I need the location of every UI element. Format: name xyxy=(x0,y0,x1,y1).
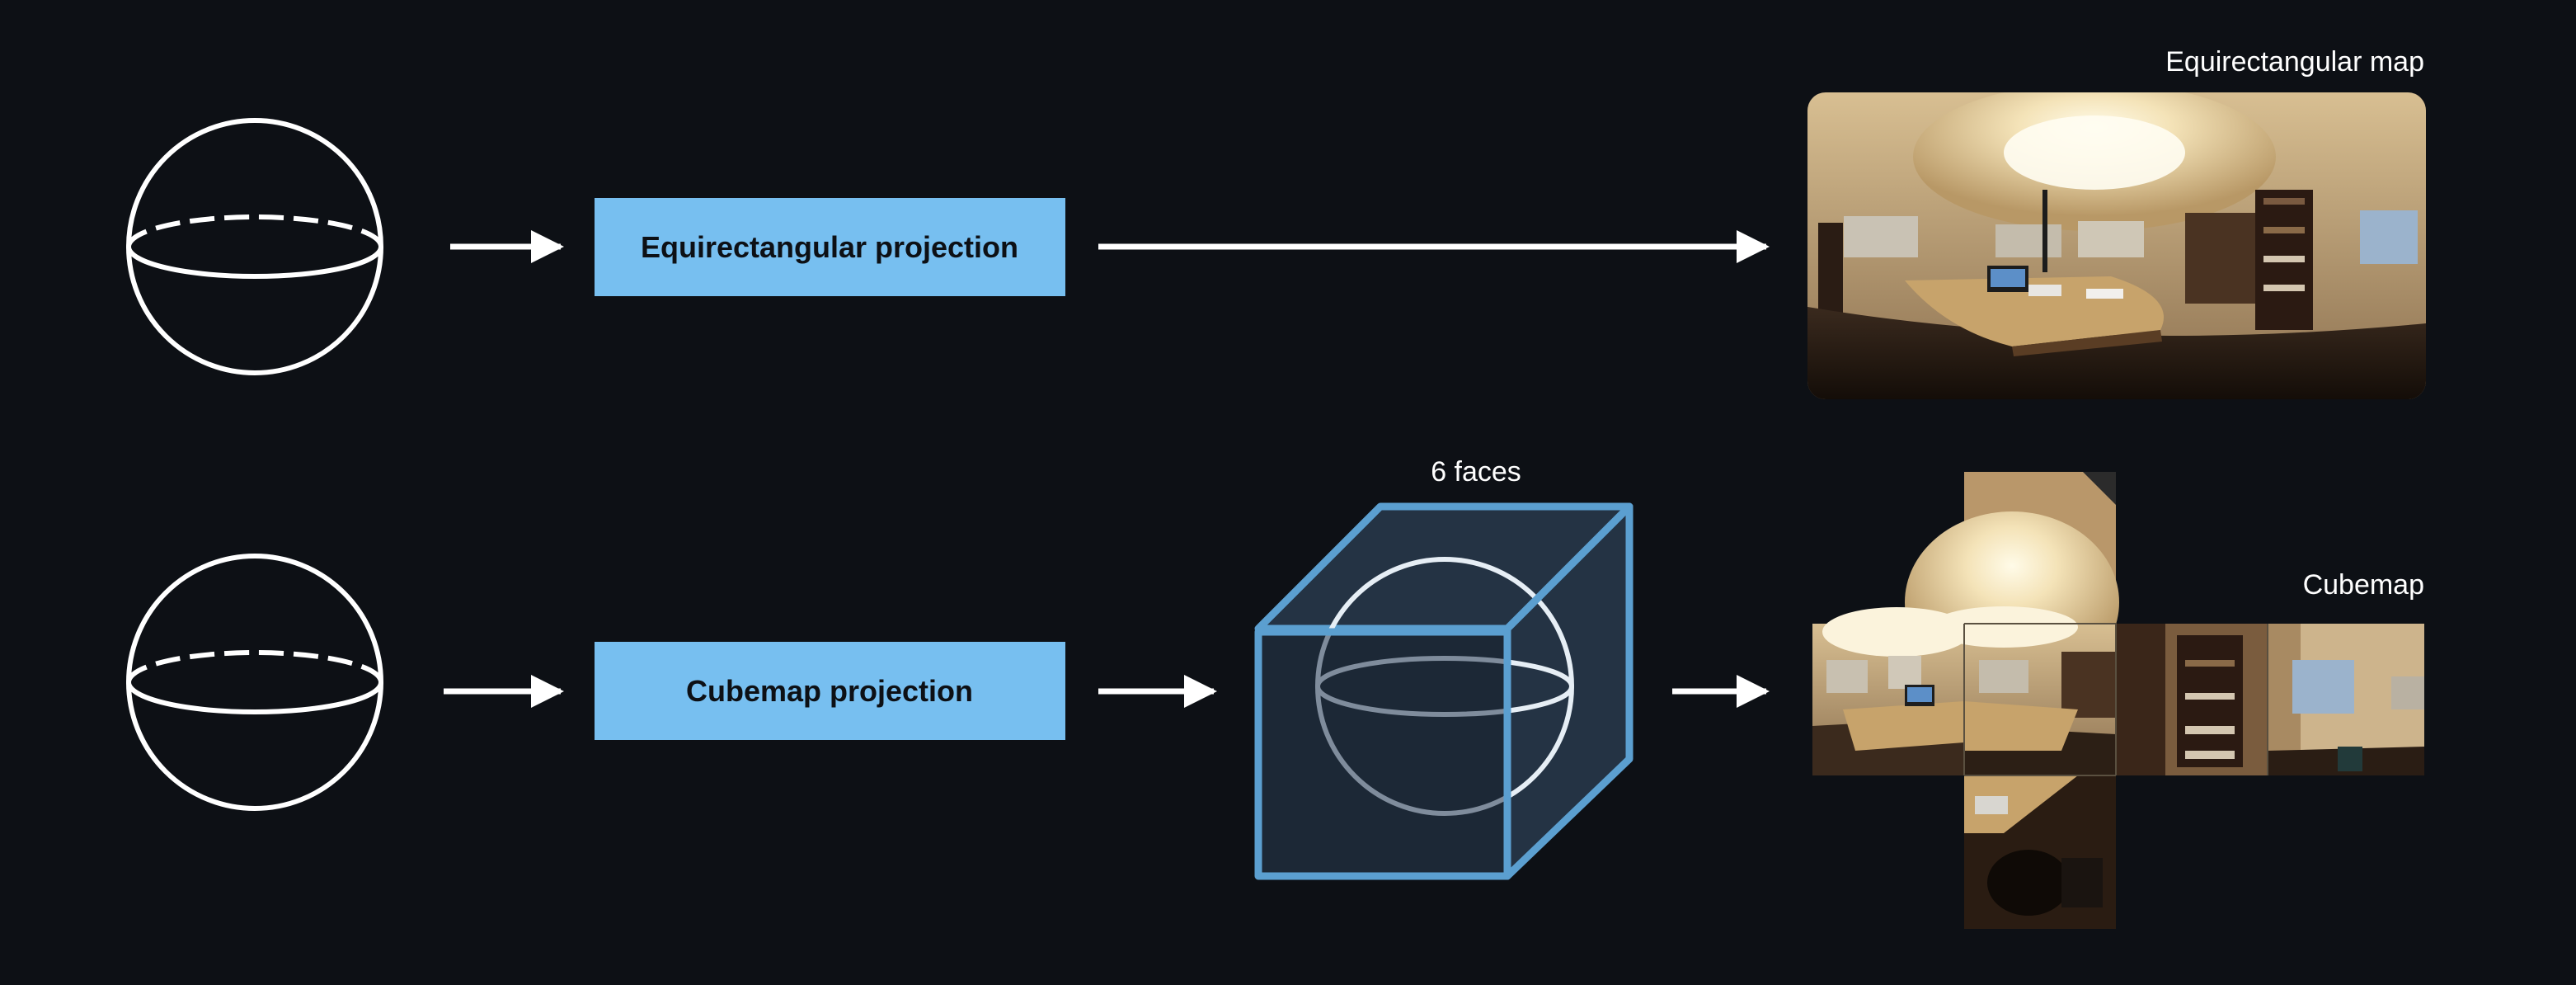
cubemap-cross-image xyxy=(1812,472,2424,929)
cubemap-face-right xyxy=(2116,624,2268,775)
input-sphere-bottom xyxy=(126,554,383,811)
cubemap-projection-box: Cubemap projection xyxy=(595,642,1065,740)
equirectangular-map-label: Equirectangular map xyxy=(2165,46,2424,78)
cubemap-label: Cubemap xyxy=(2303,569,2424,601)
cubemap-face-left xyxy=(1812,607,1971,775)
cubemap-projection-label: Cubemap projection xyxy=(686,674,973,708)
six-faces-label: 6 faces xyxy=(1431,456,1521,488)
equirectangular-map-image xyxy=(1807,92,2426,399)
cubemap-face-back xyxy=(2268,624,2424,775)
cubemap-face-bottom xyxy=(1964,775,2116,929)
equirectangular-projection-label: Equirectangular projection xyxy=(641,230,1018,264)
input-sphere-top xyxy=(126,118,383,375)
cube-with-sphere-icon xyxy=(1254,502,1634,880)
cubemap-face-front xyxy=(1930,606,2116,775)
equirectangular-projection-box: Equirectangular projection xyxy=(595,198,1065,296)
